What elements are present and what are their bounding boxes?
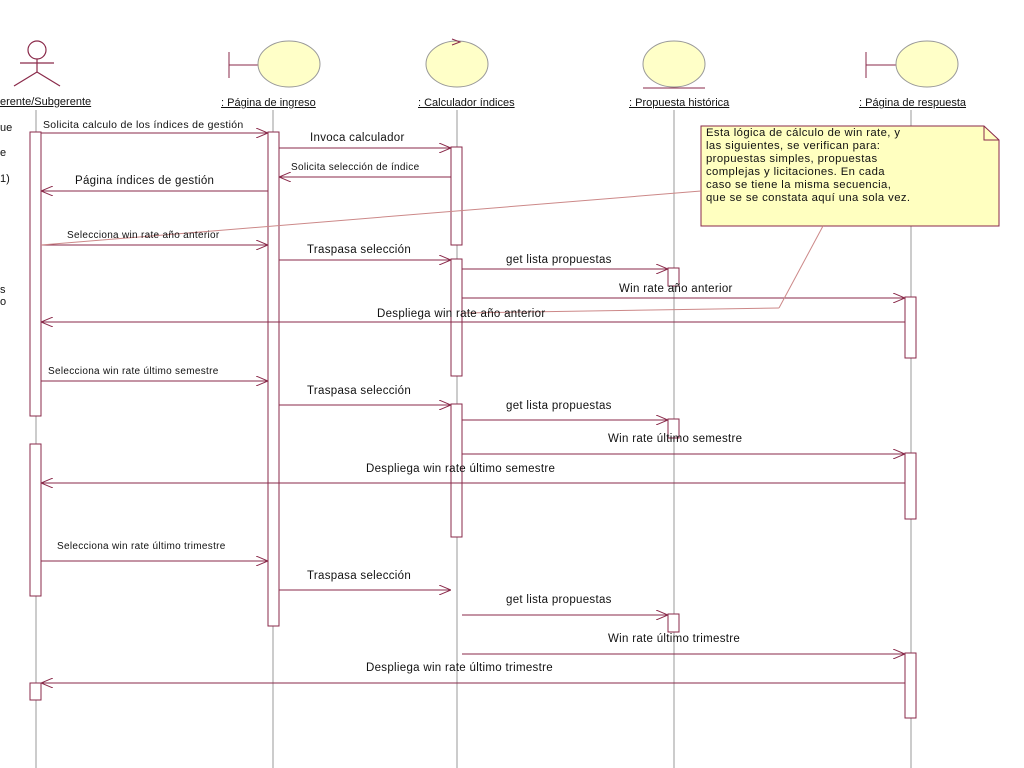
activation-bar [29, 682, 42, 701]
activation-bar [667, 267, 680, 287]
object-label-actor: erente/Subgerente [0, 96, 92, 108]
object-label-propuesta: : Propuesta histórica [629, 97, 730, 109]
entity-icon [642, 40, 706, 89]
message-label: Traspasa selección [307, 244, 412, 256]
activation-bar [29, 443, 42, 597]
note-text: Esta lógica de cálculo de win rate, y la… [706, 127, 911, 204]
message-label: Despliega win rate último semestre [366, 463, 556, 475]
activations [29, 131, 917, 719]
message-label: get lista propuestas [506, 594, 612, 606]
message-label: Win rate año anterior [619, 283, 733, 295]
message-label: Selecciona win rate año anterior [67, 230, 220, 241]
object-label-pagina-ingreso: : Página de ingreso [221, 97, 316, 109]
message-label: Selecciona win rate último trimestre [57, 541, 226, 552]
left-fragment: s [0, 284, 6, 296]
message-label: get lista propuestas [506, 254, 612, 266]
message-label: Despliega win rate año anterior [377, 308, 546, 320]
activation-bar [29, 131, 42, 417]
left-fragment: e [0, 147, 7, 159]
message-label: Solicita selección de índice [291, 162, 420, 173]
note-anchor-line [461, 307, 780, 314]
activation-bar [667, 418, 680, 439]
control-icon [425, 38, 489, 88]
activation-bar [667, 613, 680, 633]
message-label: get lista propuestas [506, 400, 612, 412]
actor-icon [13, 40, 61, 87]
note-box [700, 125, 1000, 227]
activation-bar [450, 146, 463, 246]
activation-bar [450, 403, 463, 538]
activation-bar [904, 452, 917, 520]
note-anchor-line [40, 190, 702, 246]
left-fragment: ue [0, 122, 13, 134]
message-label: Invoca calculador [310, 132, 405, 144]
note-fold [983, 126, 999, 141]
activation-bar [904, 652, 917, 719]
note-anchor-line [778, 225, 824, 309]
message-label: Win rate último trimestre [608, 633, 741, 645]
message-label: Página índices de gestión [75, 175, 215, 187]
message-label: Win rate último semestre [608, 433, 743, 445]
activation-bar [450, 258, 463, 377]
left-fragment: o [0, 296, 7, 308]
boundary-icon [228, 40, 321, 88]
message-label: Traspasa selección [307, 385, 412, 397]
activation-bar [904, 296, 917, 359]
object-label-calculador: : Calculador índices [418, 97, 515, 109]
activation-bar [267, 131, 280, 627]
message-label: Solicita calculo de los índices de gesti… [43, 119, 244, 131]
object-label-respuesta: : Página de respuesta [859, 97, 967, 109]
message-label: Traspasa selección [307, 570, 412, 582]
message-label: Despliega win rate último trimestre [366, 662, 553, 674]
message-label: Selecciona win rate último semestre [48, 366, 219, 377]
boundary-icon-respuesta [865, 40, 959, 88]
left-fragment: 1) [0, 173, 10, 185]
